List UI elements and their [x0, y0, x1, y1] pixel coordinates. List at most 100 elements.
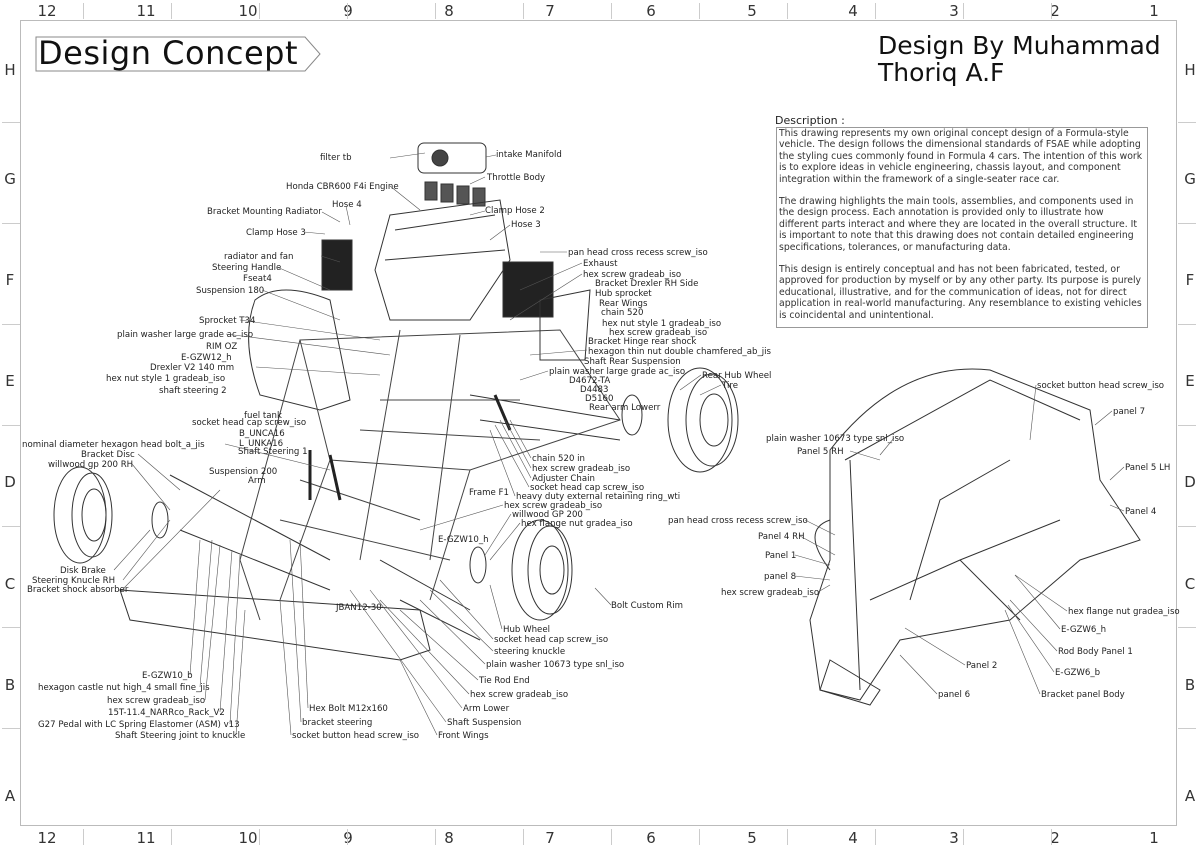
radiator-right-illustration — [502, 261, 554, 318]
callout-label: Bracket Drexler RH Side — [595, 279, 699, 289]
callout-label: panel 8 — [764, 572, 797, 582]
zone-row-e: E — [5, 372, 15, 390]
callout-label: socket button head screw_iso — [1037, 381, 1165, 391]
zone-row-h: H — [4, 61, 16, 79]
callout-label: Clamp Hose 3 — [246, 228, 306, 238]
zone-row-c: C — [1184, 575, 1196, 593]
zone-col-5: 5 — [747, 829, 757, 847]
callout-label: RIM OZ — [206, 342, 238, 352]
callout-label: Shaft Steering joint to knuckle — [115, 731, 246, 741]
callout-label: hex screw gradeab_iso — [721, 588, 820, 598]
zone-row-g: G — [1184, 170, 1196, 188]
zone-col-11: 11 — [136, 2, 156, 20]
callout-label: G27 Pedal with LC Spring Elastomer (ASM)… — [38, 720, 240, 730]
zone-col-8: 8 — [444, 2, 454, 20]
callout-label: Bolt Custom Rim — [611, 601, 684, 611]
callout-label: socket button head screw_iso — [292, 731, 420, 741]
callout-label: hex screw gradeab_iso — [107, 696, 206, 706]
callout-label: Honda CBR600 F4i Engine — [286, 182, 399, 192]
radiator-left-illustration — [321, 239, 353, 291]
callout-label: Hex Bolt M12x160 — [309, 704, 388, 714]
callout-label: L_UNKA16 — [239, 439, 284, 449]
callout-label: fuel tank — [244, 411, 282, 421]
zone-row-a: A — [4, 787, 16, 805]
callout-label: Bracket panel Body — [1041, 690, 1125, 700]
front-wing-illustration — [119, 589, 431, 661]
rear-wheel-illustration — [621, 367, 739, 473]
zone-col-7: 7 — [545, 829, 555, 847]
callout-label: Frame F1 — [469, 488, 509, 498]
author-block: Design By Muhammad Thoriq A.F — [878, 32, 1161, 86]
callout-label: plain washer large grade ac_iso — [549, 367, 686, 377]
callout-label: hex screw gradeab_iso — [504, 501, 603, 511]
callout-label: plain washer 10673 type snl_iso — [486, 660, 625, 670]
rear-wing-illustration — [539, 289, 591, 361]
callout-label: Arm — [248, 476, 266, 486]
description-box: This drawing represents my own original … — [776, 127, 1148, 328]
callout-label: willwood gp 200 RH — [48, 460, 134, 470]
callout-label: hex flange nut gradea_iso — [521, 519, 633, 529]
zone-col-1: 1 — [1149, 2, 1159, 20]
callout-label: B_UNCA16 — [239, 429, 285, 439]
description-paragraph: This drawing represents my own original … — [779, 128, 1143, 185]
author-line-2: Thoriq A.F — [878, 58, 1005, 87]
callout-label: Shaft Steering 1 — [238, 447, 308, 457]
callout-label: hex screw gradeab_iso — [532, 464, 631, 474]
callout-label: Rod Body Panel 1 — [1058, 647, 1133, 657]
callout-label: pan head cross recess screw_iso — [568, 248, 708, 258]
zone-row-g: G — [4, 170, 16, 188]
callout-label: Arm Lower — [463, 704, 510, 714]
callout-label: Exhaust — [583, 259, 618, 269]
callout-label: hexagon castle nut high_4 small fine_jis — [38, 683, 210, 693]
callout-label: hex screw gradeab_iso — [609, 328, 708, 338]
callout-label: Steering Handle — [212, 263, 282, 273]
callout-label: hex screw gradeab_iso — [470, 690, 569, 700]
zone-row-e: E — [1185, 372, 1195, 390]
callout-label: Bracket Hinge rear shock — [588, 337, 697, 347]
callout-label: Tie Rod End — [479, 676, 530, 686]
callout-label: Panel 5 LH — [1125, 463, 1171, 473]
callout-label: pan head cross recess screw_iso — [668, 516, 808, 526]
callout-label: JBAN12-30 — [336, 603, 382, 613]
callout-label: Panel 1 — [765, 551, 797, 561]
callout-label: panel 6 — [938, 690, 971, 700]
zone-col-8: 8 — [444, 829, 454, 847]
zone-col-10: 10 — [238, 829, 258, 847]
zone-col-6: 6 — [646, 2, 656, 20]
callout-label: Hose 4 — [332, 200, 362, 210]
callout-label: Panel 4 RH — [758, 532, 805, 542]
callout-label: nominal diameter hexagon head bolt_a_jis — [22, 440, 205, 450]
callout-label: Drexler V2 140 mm — [150, 363, 235, 373]
callout-label: bracket steering — [302, 718, 373, 728]
callout-label: Hub Wheel — [503, 625, 551, 635]
callout-label: panel 7 — [1113, 407, 1146, 417]
callout-label: D5160 — [585, 394, 614, 404]
callout-label: E-GZW10_h — [438, 535, 489, 545]
zone-row-h: H — [1184, 61, 1196, 79]
zone-col-3: 3 — [949, 2, 959, 20]
body-shell-outline — [809, 368, 1141, 701]
drawing-title: Design Concept — [38, 34, 298, 72]
callout-label: E-GZW6_h — [1061, 625, 1107, 635]
callout-label: Bracket Mounting Radiator — [207, 207, 322, 217]
callout-label: Disk Brake — [60, 566, 106, 576]
callout-label: Panel 4 — [1125, 507, 1157, 517]
zone-col-2: 2 — [1050, 829, 1060, 847]
callout-label: E-GZW6_b — [1055, 668, 1101, 678]
engine-illustration — [374, 199, 511, 321]
callout-label: socket head cap screw_iso — [530, 483, 645, 493]
callout-label: Rear arm Lowerr — [589, 403, 661, 413]
zone-col-11: 11 — [136, 829, 156, 847]
zone-col-4: 4 — [848, 2, 858, 20]
callout-label: shaft steering 2 — [159, 386, 227, 396]
callout-label: Adjuster Chain — [532, 474, 595, 484]
author-line-1: Design By Muhammad — [878, 31, 1161, 60]
callout-label: E-GZW10_b — [142, 671, 193, 681]
callout-label: Panel 2 — [966, 661, 998, 671]
callout-label: D4483 — [580, 385, 609, 395]
callout-label: willwood GP 200 — [512, 510, 583, 520]
callout-label: Tire — [722, 381, 739, 391]
callout-label: plain washer large grade ac_iso — [117, 330, 254, 340]
zone-col-3: 3 — [949, 829, 959, 847]
